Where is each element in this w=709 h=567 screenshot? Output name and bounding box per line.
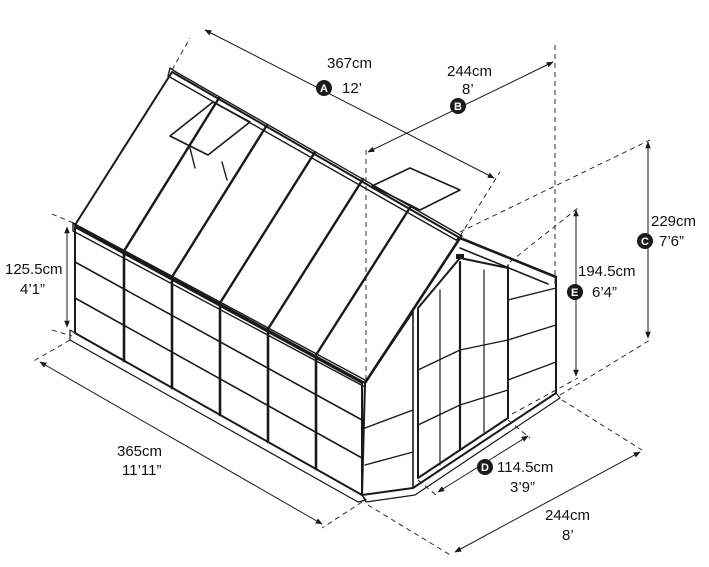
dimension-A: 367cm A 12’ [316,55,372,97]
badge-E-letter: E [571,287,578,299]
badge-A [316,80,332,96]
dim-A-imperial: 12’ [342,80,362,97]
greenhouse-illustration [69,67,561,503]
dim-D-imperial: 3’9” [510,479,535,496]
badge-E [567,284,583,300]
badge-C-letter: C [641,236,649,248]
dimension-length: 365cm 11’11” [117,443,162,479]
dim-E-imperial: 6’4” [592,284,617,301]
dim-C-metric: 229cm [651,213,696,230]
roof-vent-right [371,167,461,211]
side-height-imperial: 4’1” [20,281,45,298]
dim-D-metric: 114.5cm [497,459,553,476]
badge-C [637,233,653,249]
double-door [417,254,509,479]
dim-B-metric: 244cm [447,63,492,80]
badge-B [450,98,466,114]
dimension-lines [31,29,651,557]
side-height-metric: 125.5cm [5,261,63,278]
dimension-D: D 114.5cm 3’9” [477,459,553,496]
badge-A-letter: A [320,83,328,95]
dimension-E: 194.5cm E 6’4” [567,263,636,301]
badge-D [477,459,493,475]
long-side-wall [69,222,367,503]
dimension-side-height: 125.5cm 4’1” [5,261,63,298]
length-metric: 365cm [117,443,162,460]
dimension-width: 244cm 8’ [545,507,590,544]
dim-B-imperial: 8’ [462,81,474,98]
dim-C-imperial: 7’6” [659,233,684,250]
dimension-B: 244cm 8’ B [447,63,492,114]
length-imperial: 11’11” [122,462,161,479]
badge-D-letter: D [481,462,489,474]
badge-B-letter: B [454,101,462,113]
width-imperial: 8’ [562,527,574,544]
dim-E-metric: 194.5cm [578,263,636,280]
dimension-C: 229cm C 7’6” [637,213,696,250]
door-logo-icon [456,254,464,259]
dim-A-metric: 367cm [327,55,372,72]
width-metric: 244cm [545,507,590,524]
